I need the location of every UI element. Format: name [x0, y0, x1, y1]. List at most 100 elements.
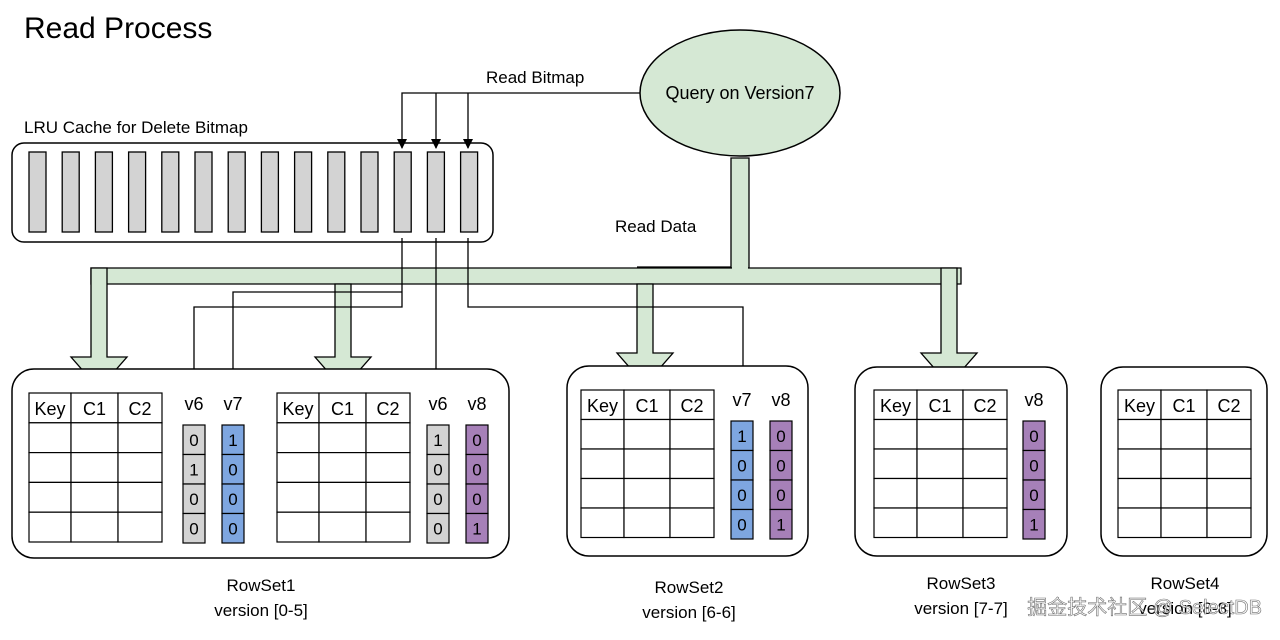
table-header-cell	[1206, 389, 1252, 421]
table-header-text: Key	[1124, 396, 1155, 416]
table-cell	[318, 452, 367, 484]
table-cell	[669, 418, 715, 450]
table-header-cell	[1117, 389, 1162, 421]
table-header-text: C2	[680, 396, 703, 416]
delete-bitmaps: v60100v71000v61000v80001v71000v80001v800…	[182, 390, 1046, 544]
cache-slot	[161, 151, 180, 233]
cache-slot	[459, 151, 479, 233]
table-header-text: Key	[34, 399, 65, 419]
table-header-text: C1	[1172, 396, 1195, 416]
table-cell	[365, 422, 411, 454]
bitmap-bit: 0	[737, 515, 746, 534]
table-cell	[873, 448, 918, 480]
table-cell	[623, 477, 671, 509]
table-cell	[623, 418, 671, 450]
rowset2-table: Key C1 C2	[580, 389, 715, 539]
table-cell	[623, 507, 671, 539]
bitmap-line-rowset1-v7	[228, 291, 402, 382]
cache-slot	[260, 151, 280, 233]
table-cell	[873, 418, 918, 450]
bitmap-line-rowset1-v6	[189, 238, 403, 382]
table-cell	[318, 511, 367, 543]
table-header-text: C2	[376, 399, 399, 419]
table-cell	[580, 418, 625, 450]
read-bitmap-label: Read Bitmap	[486, 68, 584, 87]
table-header-text: Key	[880, 396, 911, 416]
table-header-cell	[669, 389, 715, 421]
table-header-text: C2	[973, 396, 996, 416]
table-header-text: C2	[128, 399, 151, 419]
table-cell	[873, 507, 918, 539]
cache-slot	[393, 151, 412, 233]
rowset2-version: version [6-6]	[642, 603, 736, 622]
trunk-joint	[732, 266, 748, 270]
table-header-text: C2	[1217, 396, 1240, 416]
table-cell	[962, 418, 1008, 450]
table-header-cell	[873, 389, 918, 421]
table-cell	[1117, 418, 1162, 450]
table-cell	[70, 481, 119, 513]
cache-slot	[94, 151, 114, 233]
bitmap-bit: 0	[189, 490, 198, 509]
bitmap-bit: 0	[472, 431, 481, 450]
bitmap-bit: 1	[1029, 515, 1038, 534]
bitmap-bit: 0	[1029, 456, 1038, 475]
bitmap-cell	[465, 512, 489, 544]
table-cell	[1117, 507, 1162, 539]
read-data-arrows	[69, 157, 979, 390]
bitmap-bit: 0	[228, 460, 237, 479]
bitmap-bit: 1	[776, 515, 785, 534]
table-header-text: C1	[635, 396, 658, 416]
cache-slot	[194, 151, 213, 233]
bitmap-cell	[769, 508, 793, 540]
table-cell	[365, 452, 411, 484]
table-header-cell	[28, 392, 72, 424]
rowset1-name: RowSet1	[227, 576, 296, 595]
table-cell	[916, 507, 964, 539]
rowset4-version: version [8-8]	[1138, 599, 1232, 618]
bitmap-bit: 0	[228, 490, 237, 509]
rowset3-version: version [7-7]	[914, 599, 1008, 618]
bitmap-bit: 0	[189, 431, 198, 450]
bitmap-bit: 0	[737, 486, 746, 505]
table-cell	[1160, 507, 1208, 539]
bitmap-bit: 1	[228, 431, 237, 450]
bitmap-bit: 0	[433, 490, 442, 509]
bitmap-bit: 1	[737, 427, 746, 446]
diagram-title: Read Process	[24, 12, 212, 45]
watermark: 掘金技术社区 @ SelectDB	[1027, 596, 1262, 619]
bitmap-bit: 0	[472, 460, 481, 479]
table-cell	[580, 477, 625, 509]
table-cell	[580, 507, 625, 539]
table-cell	[962, 507, 1008, 539]
bitmap-bit: 0	[433, 519, 442, 538]
table-cell	[916, 448, 964, 480]
table-cell	[28, 452, 72, 484]
table-cell	[962, 448, 1008, 480]
bitmap-bit: 0	[1029, 427, 1038, 446]
bitmap-bit: 0	[737, 456, 746, 475]
bitmap-cell	[1022, 508, 1046, 540]
table-cell	[365, 481, 411, 513]
read-data-label: Read Data	[615, 217, 697, 236]
bitmap-bit: 0	[1029, 486, 1038, 505]
cache-slot	[28, 151, 47, 233]
bitmap-version-label: v8	[771, 390, 790, 410]
cache-slot	[327, 151, 346, 233]
bitmap-cell	[730, 508, 754, 540]
read-data-trunk	[730, 157, 750, 269]
table-cell	[117, 511, 163, 543]
table-header-text: C1	[83, 399, 106, 419]
table-cell	[1160, 418, 1208, 450]
table-cell	[669, 507, 715, 539]
rowset2-name: RowSet2	[655, 578, 724, 597]
table-cell	[1206, 448, 1252, 480]
table-header-cell	[916, 389, 964, 421]
bitmap-bit: 0	[472, 490, 481, 509]
table-header-text: Key	[587, 396, 618, 416]
